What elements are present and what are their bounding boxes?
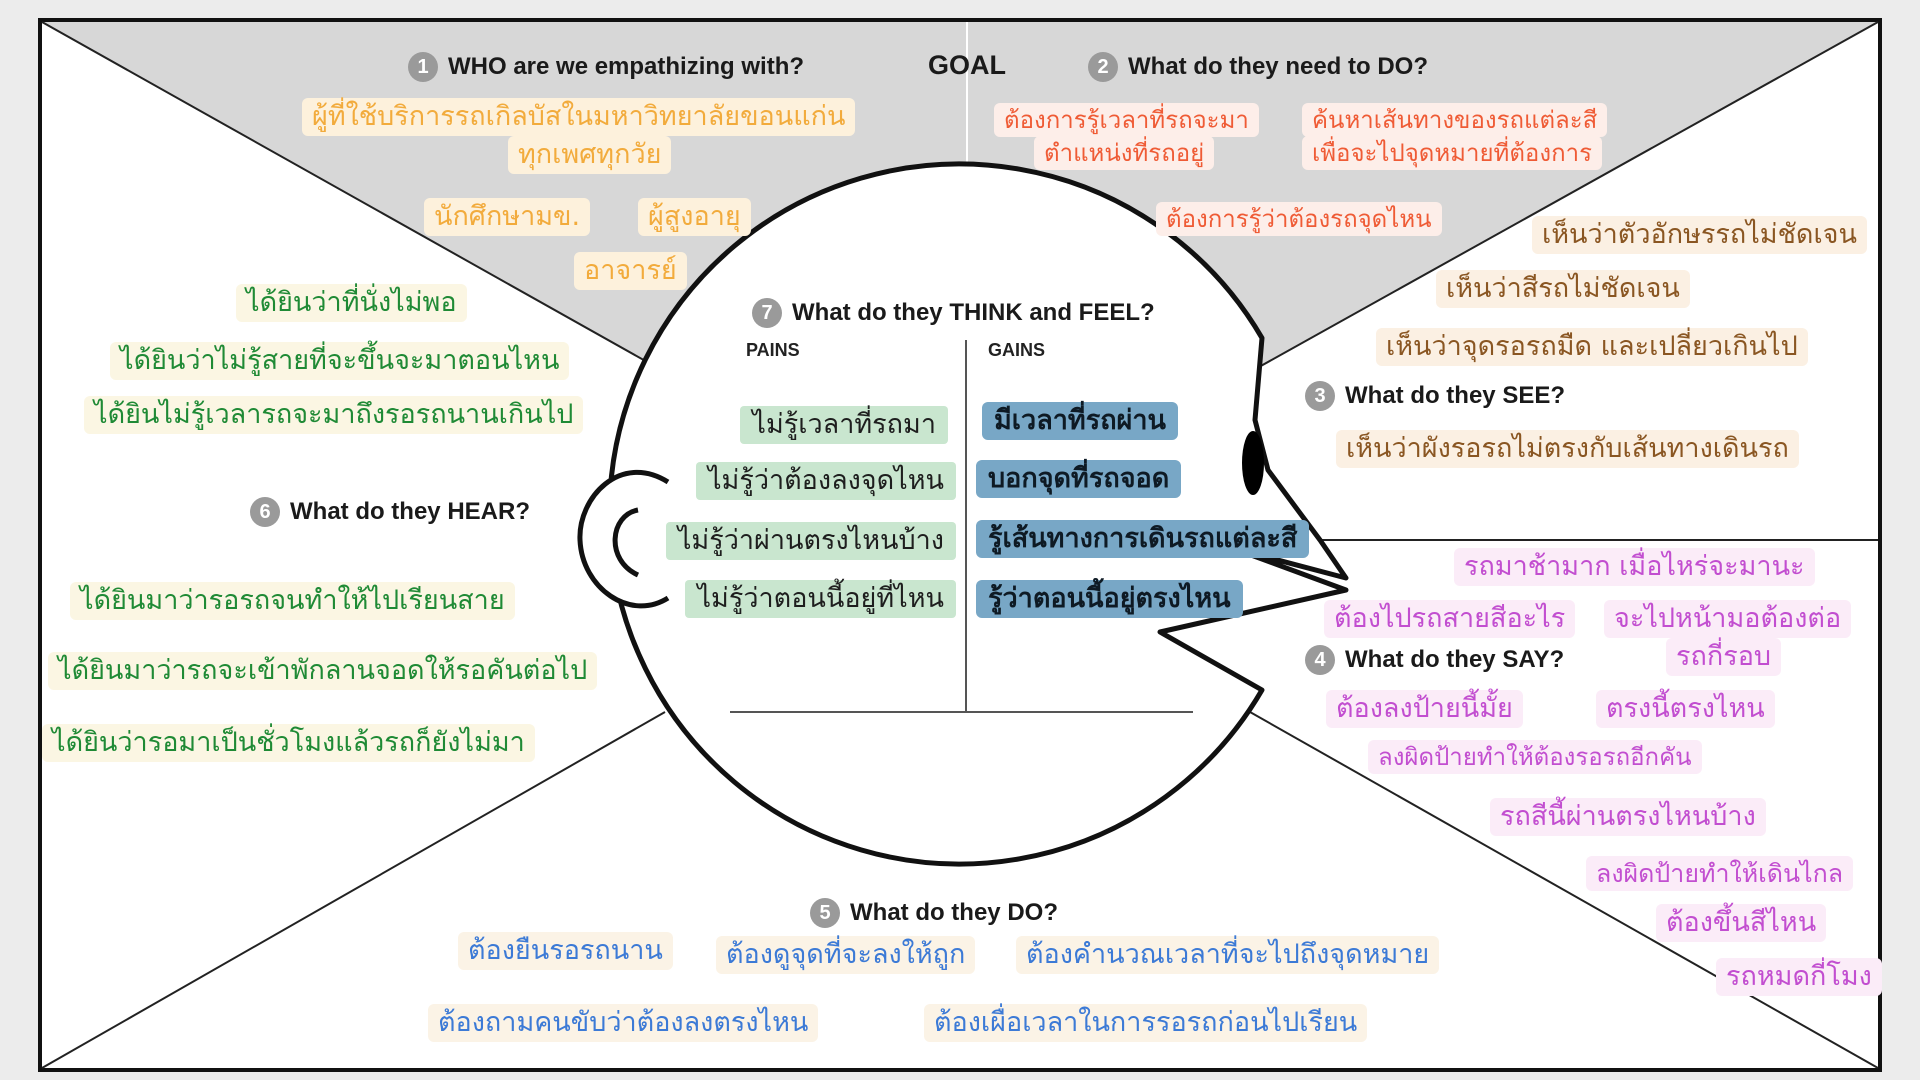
diagonal-bottom-right — [1249, 711, 1879, 1069]
sticky-note-who: ผู้สูงอายุ — [638, 198, 751, 236]
number-badge: 7 — [752, 298, 782, 328]
pain-note: ไม่รู้ว่าตอนนี้อยู่ที่ไหน — [685, 580, 956, 618]
sticky-note-who: ทุกเพศทุกวัย — [508, 136, 672, 174]
diagonal-bottom-left — [41, 711, 666, 1069]
sticky-note-say: รถสีนี้ผ่านตรงไหนบ้าง — [1490, 798, 1766, 836]
section-think: 7 What do they THINK and FEEL? — [752, 298, 1155, 328]
sticky-note-see: เห็นว่าสีรถไม่ชัดเจน — [1436, 270, 1690, 308]
section-title: WHO are we empathizing with? — [448, 53, 805, 80]
section-title: What do they HEAR? — [290, 498, 530, 525]
sticky-note-hear: ได้ยินมาว่ารอรถจนทำให้ไปเรียนสาย — [70, 582, 515, 620]
ear-inner — [612, 507, 640, 578]
sticky-note-need: ต้องการรู้เวลาที่รถจะมา — [994, 103, 1259, 137]
sticky-note-say: ต้องไปรถสายสีอะไร — [1324, 600, 1576, 638]
section-title: What do they DO? — [850, 899, 1058, 926]
eye — [1242, 431, 1264, 495]
gain-note: รู้ว่าตอนนี้อยู่ตรงไหน — [976, 580, 1243, 618]
section-title: What do they SAY? — [1345, 646, 1565, 673]
section-title: What do they SEE? — [1345, 382, 1566, 409]
gains-label: GAINS — [988, 340, 1046, 360]
section-need: 2 What do they need to DO? — [1088, 52, 1428, 82]
sticky-note-say: ต้องขึ้นสีไหน — [1656, 904, 1827, 942]
sticky-note-need: ค้นหาเส้นทางของรถแต่ละสี — [1302, 103, 1608, 137]
ear — [577, 469, 670, 609]
number-badge: 5 — [810, 898, 840, 928]
sticky-note-say: ลงผิดป้ายทำให้เดินไกล — [1586, 856, 1854, 892]
sticky-note-do: ต้องยืนรอรถนาน — [458, 932, 673, 970]
gain-note: มีเวลาที่รถผ่าน — [982, 402, 1178, 440]
sticky-note-who: อาจารย์ — [574, 252, 687, 290]
number-badge: 1 — [408, 52, 438, 82]
section-title: What do they need to DO? — [1128, 53, 1428, 80]
sticky-note-see: เห็นว่าจุดรอรถมืด และเปลี่ยวเกินไป — [1376, 328, 1808, 366]
number-badge: 2 — [1088, 52, 1118, 82]
diagonal-top-right — [1249, 21, 1879, 373]
sticky-note-who: นักศึกษามข. — [424, 198, 591, 236]
pain-note: ไม่รู้เวลาที่รถมา — [740, 406, 948, 444]
sticky-note-say: ต้องลงป้ายนี้มั้ย — [1326, 690, 1523, 728]
sticky-note-need: เพื่อจะไปจุดหมายที่ต้องการ — [1302, 136, 1602, 170]
sticky-note-do: ต้องดูจุดที่จะลงให้ถูก — [716, 936, 976, 974]
sticky-note-say: รถมาช้ามาก เมื่อไหร่จะมานะ — [1454, 548, 1815, 586]
sticky-note-say: รถกี่รอบ — [1666, 638, 1782, 676]
sticky-note-say: จะไปหน้ามอต้องต่อ — [1604, 600, 1852, 638]
section-who: 1 WHO are we empathizing with? — [408, 52, 804, 82]
number-badge: 3 — [1305, 381, 1335, 411]
section-do: 5 What do they DO? — [810, 898, 1058, 928]
sticky-note-need: ตำแหน่งที่รถอยู่ — [1034, 136, 1215, 170]
sticky-note-hear: ได้ยินไม่รู้เวลารถจะมาถึงรอรถนานเกินไป — [84, 396, 584, 434]
number-badge: 6 — [250, 497, 280, 527]
section-say: 4 What do they SAY? — [1305, 645, 1564, 675]
sticky-note-hear: ได้ยินว่าที่นั่งไม่พอ — [236, 284, 467, 322]
section-title: What do they THINK and FEEL? — [792, 299, 1155, 326]
sticky-note-see: เห็นว่าผังรอรถไม่ตรงกับเส้นทางเดินรถ — [1336, 430, 1799, 468]
sticky-note-see: เห็นว่าตัวอักษรรถไม่ชัดเจน — [1532, 216, 1867, 254]
sticky-note-do: ต้องถามคนขับว่าต้องลงตรงไหน — [428, 1004, 819, 1042]
pain-note: ไม่รู้ว่าผ่านตรงไหนบ้าง — [665, 522, 956, 560]
sticky-note-who: ผู้ที่ใช้บริการรถเกิลบัสในมหาวิทยาลัยขอน… — [302, 98, 856, 136]
sticky-note-do: ต้องคำนวณเวลาที่จะไปถึงจุดหมาย — [1016, 936, 1440, 974]
number-badge: 4 — [1305, 645, 1335, 675]
sticky-note-say: ตรงนี้ตรงไหน — [1596, 690, 1775, 728]
pain-note: ไม่รู้ว่าต้องลงจุดไหน — [695, 462, 956, 500]
sticky-note-do: ต้องเผื่อเวลาในการรอรถก่อนไปเรียน — [924, 1004, 1368, 1042]
goal-label: GOAL — [928, 50, 1006, 80]
section-hear: 6 What do they HEAR? — [250, 497, 530, 527]
gain-note: รู้เส้นทางการเดินรถแต่ละสี — [976, 520, 1310, 558]
sticky-note-hear: ได้ยินมาว่ารถจะเข้าพักลานจอดให้รอคันต่อไ… — [48, 652, 598, 690]
sticky-note-say: รถหมดกี่โมง — [1716, 958, 1882, 996]
diagonal-top-left — [41, 21, 666, 373]
gain-note: บอกจุดที่รถจอด — [976, 460, 1182, 498]
sticky-note-say: ลงผิดป้ายทำให้ต้องรอรถอีกคัน — [1368, 740, 1702, 774]
pains-label: PAINS — [746, 340, 800, 360]
sticky-note-hear: ได้ยินว่าไม่รู้สายที่จะขึ้นจะมาตอนไหน — [110, 342, 570, 380]
section-see: 3 What do they SEE? — [1305, 381, 1565, 411]
sticky-note-hear: ได้ยินว่ารอมาเป็นชั่วโมงแล้วรถก็ยังไม่มา — [42, 724, 535, 762]
sticky-note-need: ต้องการรู้ว่าต้องรถจุดไหน — [1156, 202, 1442, 236]
